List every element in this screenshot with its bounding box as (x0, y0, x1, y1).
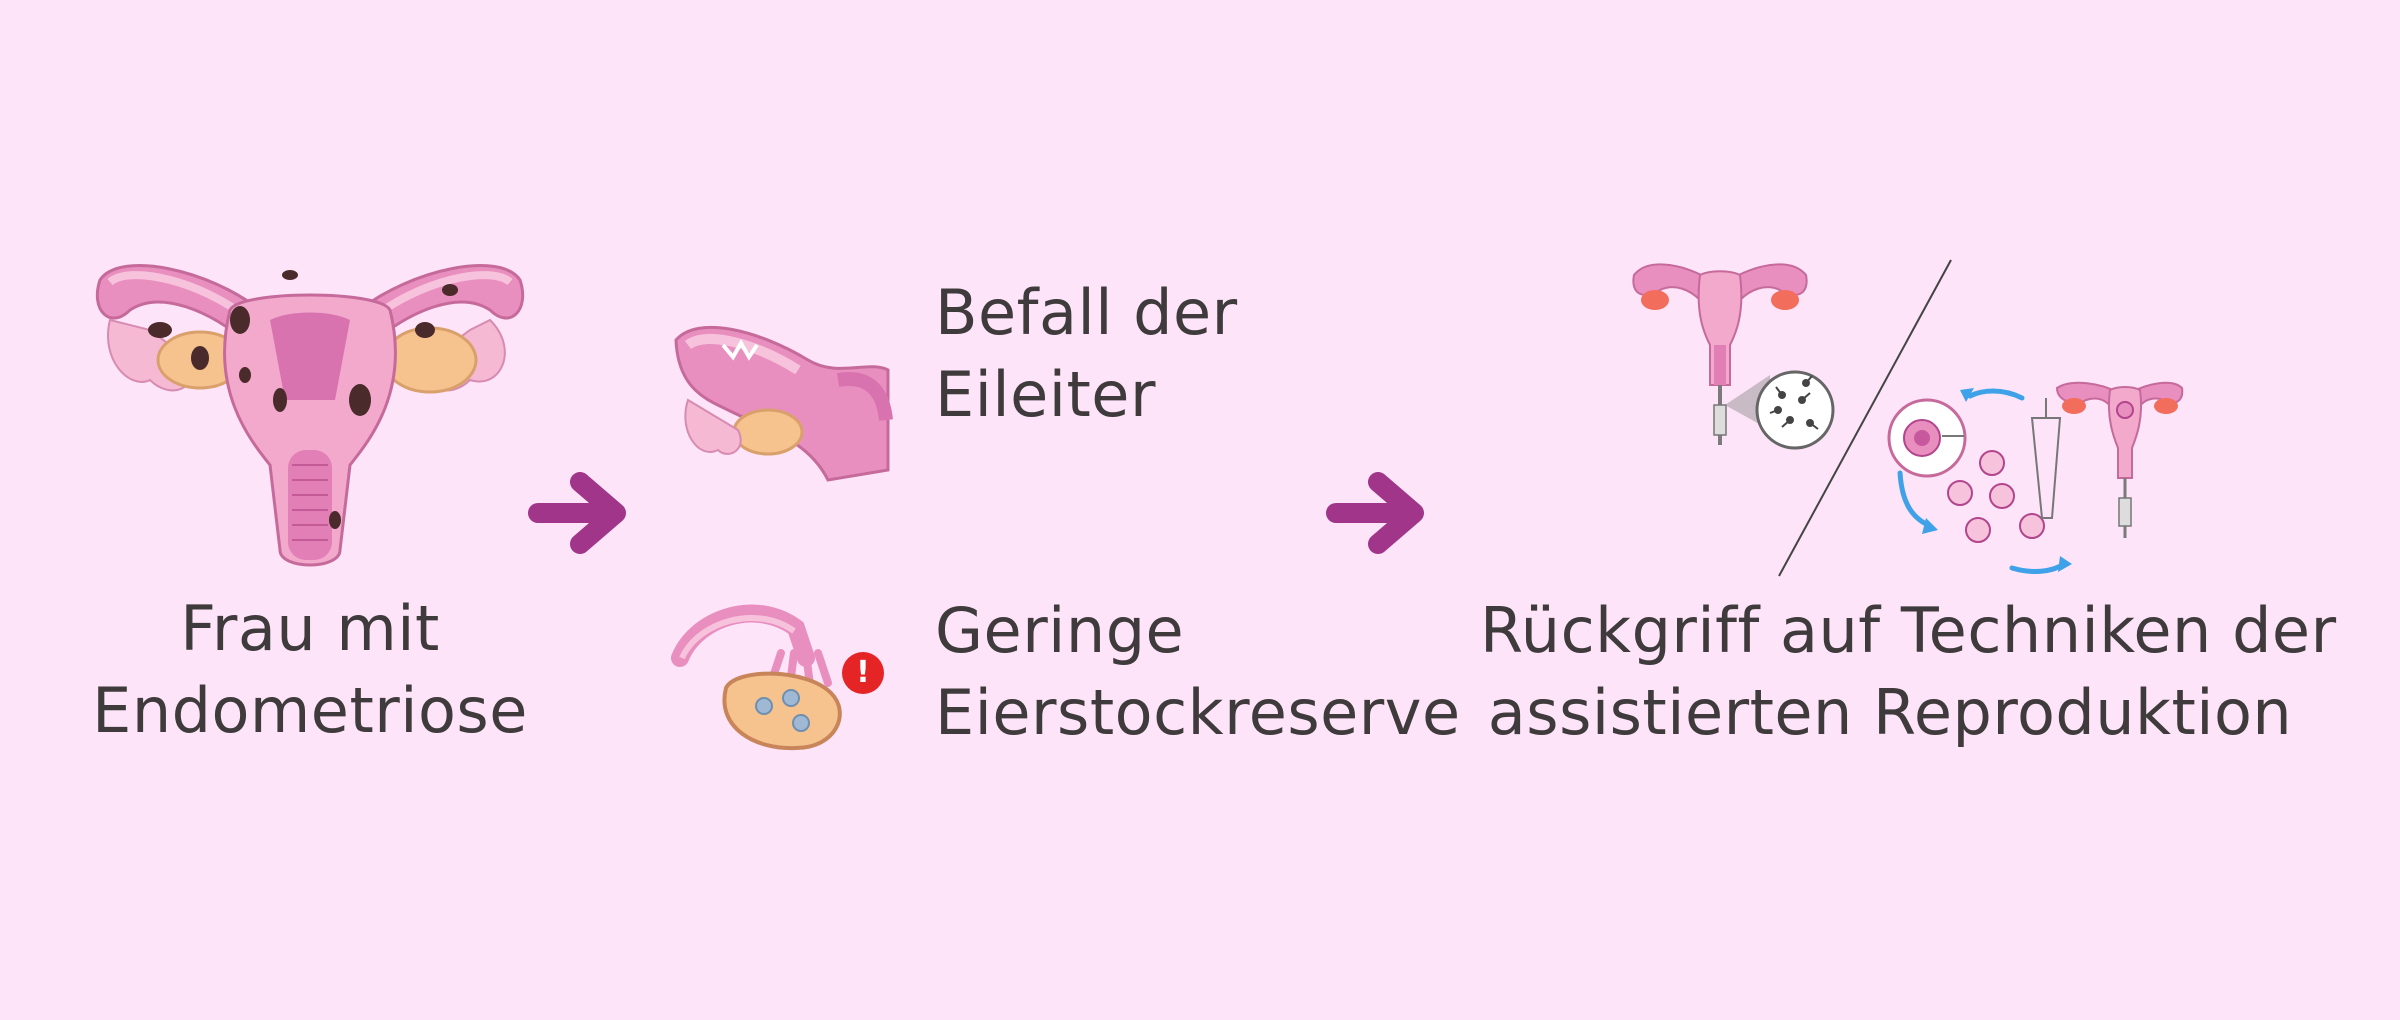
step-art-label: Rückgriff auf Techniken der assistierten… (1480, 590, 2337, 754)
arrow-right-icon (528, 472, 626, 554)
warning-badge: ! (842, 652, 884, 694)
step-woman-label: Frau mit Endometriose (60, 588, 560, 752)
step-woman-line2: Endometriose (92, 674, 528, 747)
insemination-icon (1632, 263, 1835, 450)
uterus-endometriosis-icon (95, 264, 525, 567)
step-reserve-line2: Eierstockreserve (935, 676, 1461, 749)
step-woman-line1: Frau mit (180, 592, 440, 665)
step-art-line2: assistierten Reproduktion (1487, 676, 2293, 749)
step-art-line1: Rückgriff auf Techniken der (1480, 594, 2337, 667)
step-tubes-label: Befall der Eileiter (935, 272, 1238, 436)
step-tubes-line2: Eileiter (935, 358, 1156, 431)
step-reserve-line1: Geringe (935, 594, 1185, 667)
ovary-warning-icon (671, 604, 842, 751)
step-reserve-label: Geringe Eierstockreserve (935, 590, 1461, 754)
step-tubes-line1: Befall der (935, 276, 1238, 349)
arrow-right-icon (1326, 472, 1424, 554)
divider-line (1778, 259, 1952, 577)
fallopian-tube-icon (674, 325, 893, 482)
ivf-cycle-icon (1887, 381, 2184, 574)
